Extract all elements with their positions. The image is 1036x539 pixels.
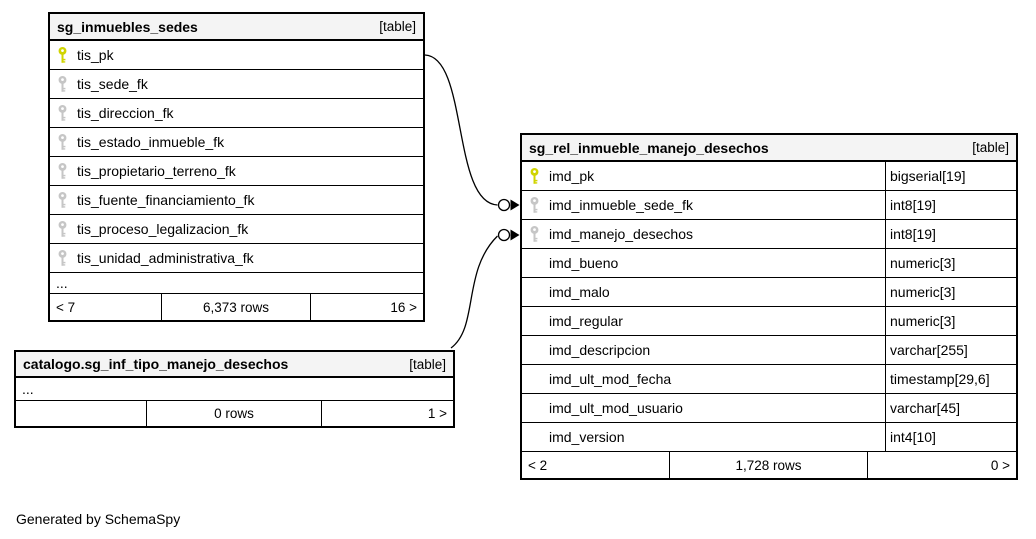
column-type: numeric[3] xyxy=(885,307,1016,335)
table-row[interactable]: imd_ult_mod_fecha timestamp[29,6] xyxy=(522,365,1016,394)
table-row[interactable]: tis_propietario_terreno_fk xyxy=(50,157,423,186)
row-count: 6,373 rows xyxy=(162,294,312,320)
table-row[interactable]: tis_unidad_administrativa_fk xyxy=(50,244,423,273)
column-name: tis_propietario_terreno_fk xyxy=(77,163,236,179)
parent-count: < 7 xyxy=(50,294,162,320)
parent-count xyxy=(16,401,148,426)
primary-key-icon xyxy=(530,168,539,184)
table-sg-rel-inmueble-manejo-desechos: sg_rel_inmueble_manejo_desechos [table] … xyxy=(520,133,1018,480)
table-title[interactable]: sg_rel_inmueble_manejo_desechos xyxy=(529,139,769,156)
column-type: numeric[3] xyxy=(885,249,1016,277)
table-footer: < 7 6,373 rows 16 > xyxy=(50,294,423,320)
column-name: tis_sede_fk xyxy=(77,76,148,92)
table-row[interactable]: imd_version int4[10] xyxy=(522,423,1016,452)
more-columns-ellipsis: ... xyxy=(16,378,453,401)
column-name: imd_pk xyxy=(549,168,595,184)
column-type: varchar[255] xyxy=(885,336,1016,364)
column-type: int4[10] xyxy=(885,423,1016,451)
column-name: imd_descripcion xyxy=(549,342,651,358)
table-row[interactable]: tis_estado_inmueble_fk xyxy=(50,128,423,157)
column-name: tis_pk xyxy=(77,47,114,63)
column-name: imd_malo xyxy=(549,284,610,300)
table-header[interactable]: sg_inmuebles_sedes [table] xyxy=(50,14,423,41)
table-header[interactable]: sg_rel_inmueble_manejo_desechos [table] xyxy=(522,135,1016,162)
column-name: imd_version xyxy=(549,429,625,445)
table-header[interactable]: catalogo.sg_inf_tipo_manejo_desechos [ta… xyxy=(16,352,453,378)
child-count: 0 > xyxy=(990,457,1010,473)
column-type: varchar[45] xyxy=(885,394,1016,422)
column-type: int8[19] xyxy=(885,191,1016,219)
column-name: tis_unidad_administrativa_fk xyxy=(77,250,254,266)
table-type-badge: [table] xyxy=(972,140,1009,155)
table-row[interactable]: imd_pk bigserial[19] xyxy=(522,162,1016,191)
connector-sedes-to-rel xyxy=(424,54,520,212)
connector-catalogo-to-rel xyxy=(450,228,520,349)
column-type: bigserial[19] xyxy=(885,162,1016,190)
table-row[interactable]: imd_inmueble_sede_fk int8[19] xyxy=(522,191,1016,220)
column-name: imd_ult_mod_fecha xyxy=(549,371,672,387)
parent-count: < 2 xyxy=(522,452,671,478)
table-footer: 0 rows 1 > xyxy=(16,401,453,426)
foreign-key-icon xyxy=(530,226,539,242)
foreign-key-icon xyxy=(58,163,67,179)
column-name: imd_manejo_desechos xyxy=(549,226,693,242)
table-row[interactable]: tis_pk xyxy=(50,41,423,70)
foreign-key-icon xyxy=(58,250,67,266)
foreign-key-icon xyxy=(58,105,67,121)
column-name: tis_direccion_fk xyxy=(77,105,174,121)
foreign-key-icon xyxy=(58,221,67,237)
table-row[interactable]: imd_descripcion varchar[255] xyxy=(522,336,1016,365)
foreign-key-icon xyxy=(58,76,67,92)
table-row[interactable]: imd_manejo_desechos int8[19] xyxy=(522,220,1016,249)
table-row[interactable]: imd_ult_mod_usuario varchar[45] xyxy=(522,394,1016,423)
table-row[interactable]: imd_regular numeric[3] xyxy=(522,307,1016,336)
table-row[interactable]: imd_bueno numeric[3] xyxy=(522,249,1016,278)
column-name: imd_inmueble_sede_fk xyxy=(549,197,693,213)
foreign-key-icon xyxy=(530,197,539,213)
more-columns-ellipsis: ... xyxy=(50,273,423,294)
table-catalogo-sg-inf-tipo-manejo-desechos: catalogo.sg_inf_tipo_manejo_desechos [ta… xyxy=(14,350,455,428)
row-count: 1,728 rows xyxy=(670,452,868,478)
primary-key-icon xyxy=(58,47,67,63)
table-row[interactable]: tis_sede_fk xyxy=(50,70,423,99)
child-count: 1 > xyxy=(427,406,447,421)
column-name: imd_ult_mod_usuario xyxy=(549,400,683,416)
table-row[interactable]: tis_direccion_fk xyxy=(50,99,423,128)
column-name: imd_regular xyxy=(549,313,623,329)
table-type-badge: [table] xyxy=(409,356,446,372)
column-name: tis_fuente_financiamiento_fk xyxy=(77,192,255,208)
column-name: tis_estado_inmueble_fk xyxy=(77,134,225,150)
table-row[interactable]: tis_fuente_financiamiento_fk xyxy=(50,186,423,215)
column-name: tis_proceso_legalizacion_fk xyxy=(77,221,249,237)
table-type-badge: [table] xyxy=(379,19,416,34)
column-type: int8[19] xyxy=(885,220,1016,248)
table-row[interactable]: imd_malo numeric[3] xyxy=(522,278,1016,307)
generated-by-text: Generated by SchemaSpy xyxy=(16,511,181,527)
column-type: numeric[3] xyxy=(885,278,1016,306)
table-footer: < 2 1,728 rows 0 > xyxy=(522,452,1016,478)
foreign-key-icon xyxy=(58,134,67,150)
table-title[interactable]: sg_inmuebles_sedes xyxy=(57,18,198,35)
table-row[interactable]: tis_proceso_legalizacion_fk xyxy=(50,215,423,244)
foreign-key-icon xyxy=(58,192,67,208)
column-name: imd_bueno xyxy=(549,255,619,271)
column-type: timestamp[29,6] xyxy=(885,365,1016,393)
table-sg-inmuebles-sedes: sg_inmuebles_sedes [table] tis_pk tis_se… xyxy=(48,12,425,322)
table-title[interactable]: catalogo.sg_inf_tipo_manejo_desechos xyxy=(23,356,289,372)
child-count: 16 > xyxy=(390,299,417,315)
row-count: 0 rows xyxy=(147,401,322,426)
